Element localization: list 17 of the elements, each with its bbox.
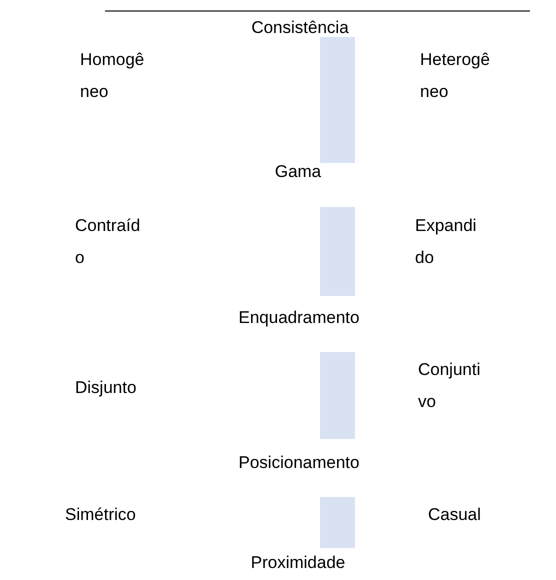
pole-label: Conjuntivo [418, 359, 482, 413]
pole-label: Disjunto [75, 377, 138, 399]
pole-label: Casual [428, 504, 482, 526]
scale-bar [320, 352, 355, 439]
scale-bar [320, 207, 355, 296]
scale-bar [320, 497, 355, 548]
pole-label: Homogêneo [80, 49, 146, 103]
pole-label: Expandido [415, 215, 478, 269]
dimension-heading: Gama [274, 161, 322, 183]
pole-label: Heterogêneo [420, 49, 491, 103]
dimension-heading: Proximidade [250, 552, 346, 574]
pole-label: Simétrico [65, 504, 137, 526]
dimension-heading: Enquadramento [238, 307, 360, 329]
dimension-heading: Consistência [250, 17, 350, 39]
dimension-heading: Posicionamento [238, 452, 360, 474]
pole-label: Contraído [75, 215, 142, 269]
scale-bar [320, 37, 355, 163]
